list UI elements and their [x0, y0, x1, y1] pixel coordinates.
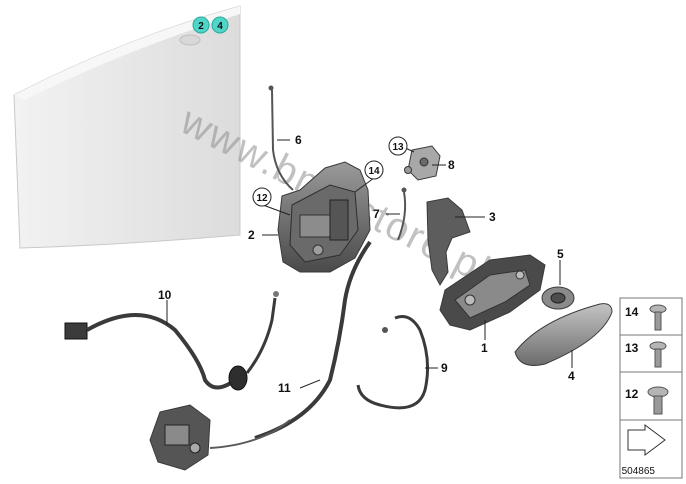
callout-3: 3	[489, 210, 496, 224]
part-3-seal	[426, 197, 471, 287]
fastener-legend: 14 13 12	[619, 297, 683, 479]
callout-6: 6	[295, 133, 302, 147]
door-panel	[13, 5, 241, 249]
screw-14-icon	[649, 304, 667, 331]
legend-row-12: 12	[625, 386, 669, 415]
legend-row-13: 13	[625, 341, 667, 368]
part-8-bracket	[404, 145, 441, 181]
callout-11: 11	[278, 381, 291, 395]
callout-4: 4	[568, 369, 575, 383]
callout-14: 14	[364, 160, 384, 180]
callout-10: 10	[158, 288, 172, 302]
screw-12-icon	[647, 386, 669, 415]
part-1-carrier	[439, 254, 546, 331]
screw-13-icon	[649, 341, 667, 368]
svg-text:13: 13	[625, 341, 639, 355]
part-5-cap	[541, 286, 575, 310]
leader-lines	[166, 139, 573, 389]
part-9-cable	[356, 315, 430, 410]
part-7-wire	[397, 187, 407, 241]
callout-1: 1	[481, 341, 488, 355]
callout-9: 9	[441, 361, 448, 375]
part-6-rod	[268, 85, 294, 191]
svg-text:14: 14	[368, 166, 380, 177]
door-callout-4: 4	[211, 16, 229, 34]
part-10-harness	[64, 291, 279, 391]
part-11-cable	[209, 240, 372, 449]
lock-mechanism	[149, 404, 211, 471]
svg-text:12: 12	[256, 193, 268, 204]
svg-text:14: 14	[625, 305, 639, 319]
diagram-ref-number: 504865	[622, 466, 656, 477]
svg-text:2: 2	[198, 21, 204, 32]
svg-text:4: 4	[217, 21, 223, 32]
callout-12: 12	[252, 187, 272, 207]
callout-7: 7	[373, 207, 380, 221]
svg-text:13: 13	[392, 142, 404, 153]
callout-13: 13	[388, 136, 408, 156]
callout-2: 2	[248, 228, 255, 242]
svg-text:12: 12	[625, 387, 639, 401]
callout-5: 5	[557, 247, 564, 261]
part-2-lock	[277, 161, 371, 273]
callout-8: 8	[448, 158, 455, 172]
part-4-handle	[514, 303, 613, 366]
door-callout-2: 2	[192, 16, 210, 34]
legend-row-14: 14	[625, 304, 667, 331]
arrow-icon	[627, 424, 666, 456]
